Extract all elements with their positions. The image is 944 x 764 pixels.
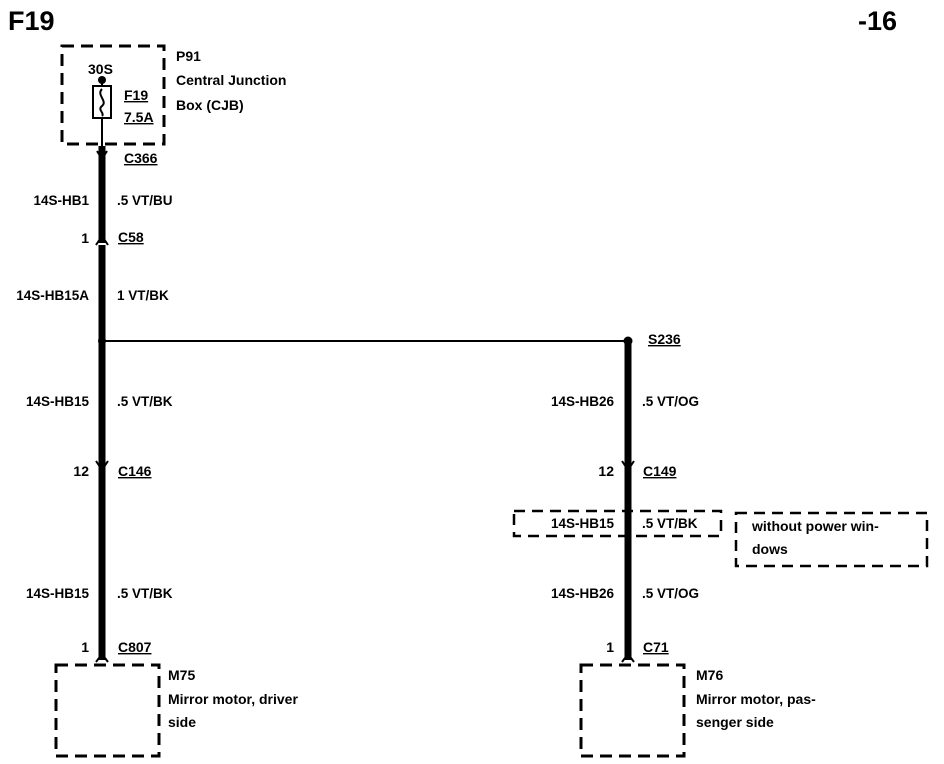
alt-wire-spec: .5 VT/BK bbox=[642, 516, 698, 531]
wire-14s-hb15-left-lower-circuit: 14S-HB15 bbox=[26, 586, 90, 601]
wire-14s-hb15-left-lower-spec: .5 VT/BK bbox=[117, 586, 173, 601]
c71-chevron bbox=[621, 652, 635, 663]
page-id-left: F19 bbox=[8, 6, 55, 36]
cjb-box-outline bbox=[60, 44, 166, 146]
option-note-line2: dows bbox=[752, 541, 788, 557]
page-id-right: -16 bbox=[858, 6, 897, 36]
wire-14s-hb15a-circuit: 14S-HB15A bbox=[16, 288, 89, 303]
cjb-name-line2: Box (CJB) bbox=[176, 97, 244, 113]
wire-14s-hb15-left-upper-spec: .5 VT/BK bbox=[117, 394, 173, 409]
cjb-name-line1: Central Junction bbox=[176, 72, 286, 88]
cjb-ref: P91 bbox=[176, 48, 201, 64]
c71-label: C71 bbox=[643, 639, 669, 655]
splice-s236-label: S236 bbox=[648, 331, 681, 347]
c71-pin: 1 bbox=[606, 639, 614, 655]
c146-pin: 12 bbox=[73, 463, 89, 479]
option-note-box bbox=[734, 511, 929, 568]
c807-label: C807 bbox=[118, 639, 152, 655]
c58-pin: 1 bbox=[81, 230, 89, 246]
wire-14s-hb1-spec: .5 VT/BU bbox=[117, 193, 173, 208]
fuse-id: F19 bbox=[124, 87, 148, 103]
option-note-line1: without power win- bbox=[751, 518, 879, 534]
fuse-element-icon bbox=[99, 88, 105, 117]
c807-chevron bbox=[95, 652, 109, 663]
m75-ref: M75 bbox=[168, 667, 195, 683]
wire-14s-hb15a-spec: 1 VT/BK bbox=[117, 288, 169, 303]
alt-wire-box bbox=[512, 509, 723, 538]
m75-desc-line2: side bbox=[168, 714, 196, 730]
c807-pin: 1 bbox=[81, 639, 89, 655]
c149-pin: 12 bbox=[598, 463, 614, 479]
fuse-rating: 7.5A bbox=[124, 109, 154, 125]
alt-wire-circuit: 14S-HB15 bbox=[551, 516, 615, 531]
m76-desc-line1: Mirror motor, pas- bbox=[696, 691, 816, 707]
m76-desc-line2: senger side bbox=[696, 714, 774, 730]
c146-label: C146 bbox=[118, 463, 152, 479]
wire-14s-hb26-lower-spec: .5 VT/OG bbox=[642, 586, 699, 601]
wire-14s-hb26-upper-spec: .5 VT/OG bbox=[642, 394, 699, 409]
c58-chevron bbox=[95, 234, 109, 246]
wire-14s-hb15-left-upper-circuit: 14S-HB15 bbox=[26, 394, 90, 409]
m75-box-outline bbox=[54, 663, 161, 758]
m75-desc-line1: Mirror motor, driver bbox=[168, 691, 298, 707]
m76-box-outline bbox=[579, 663, 686, 758]
c366-label: C366 bbox=[124, 150, 158, 166]
c149-label: C149 bbox=[643, 463, 677, 479]
wire-14s-hb1-circuit: 14S-HB1 bbox=[33, 193, 89, 208]
wire-14s-hb26-lower-circuit: 14S-HB26 bbox=[551, 586, 615, 601]
m76-ref: M76 bbox=[696, 667, 723, 683]
wire-14s-hb26-upper-circuit: 14S-HB26 bbox=[551, 394, 615, 409]
terminal-30s-label: 30S bbox=[88, 61, 113, 77]
c58-label: C58 bbox=[118, 229, 144, 245]
